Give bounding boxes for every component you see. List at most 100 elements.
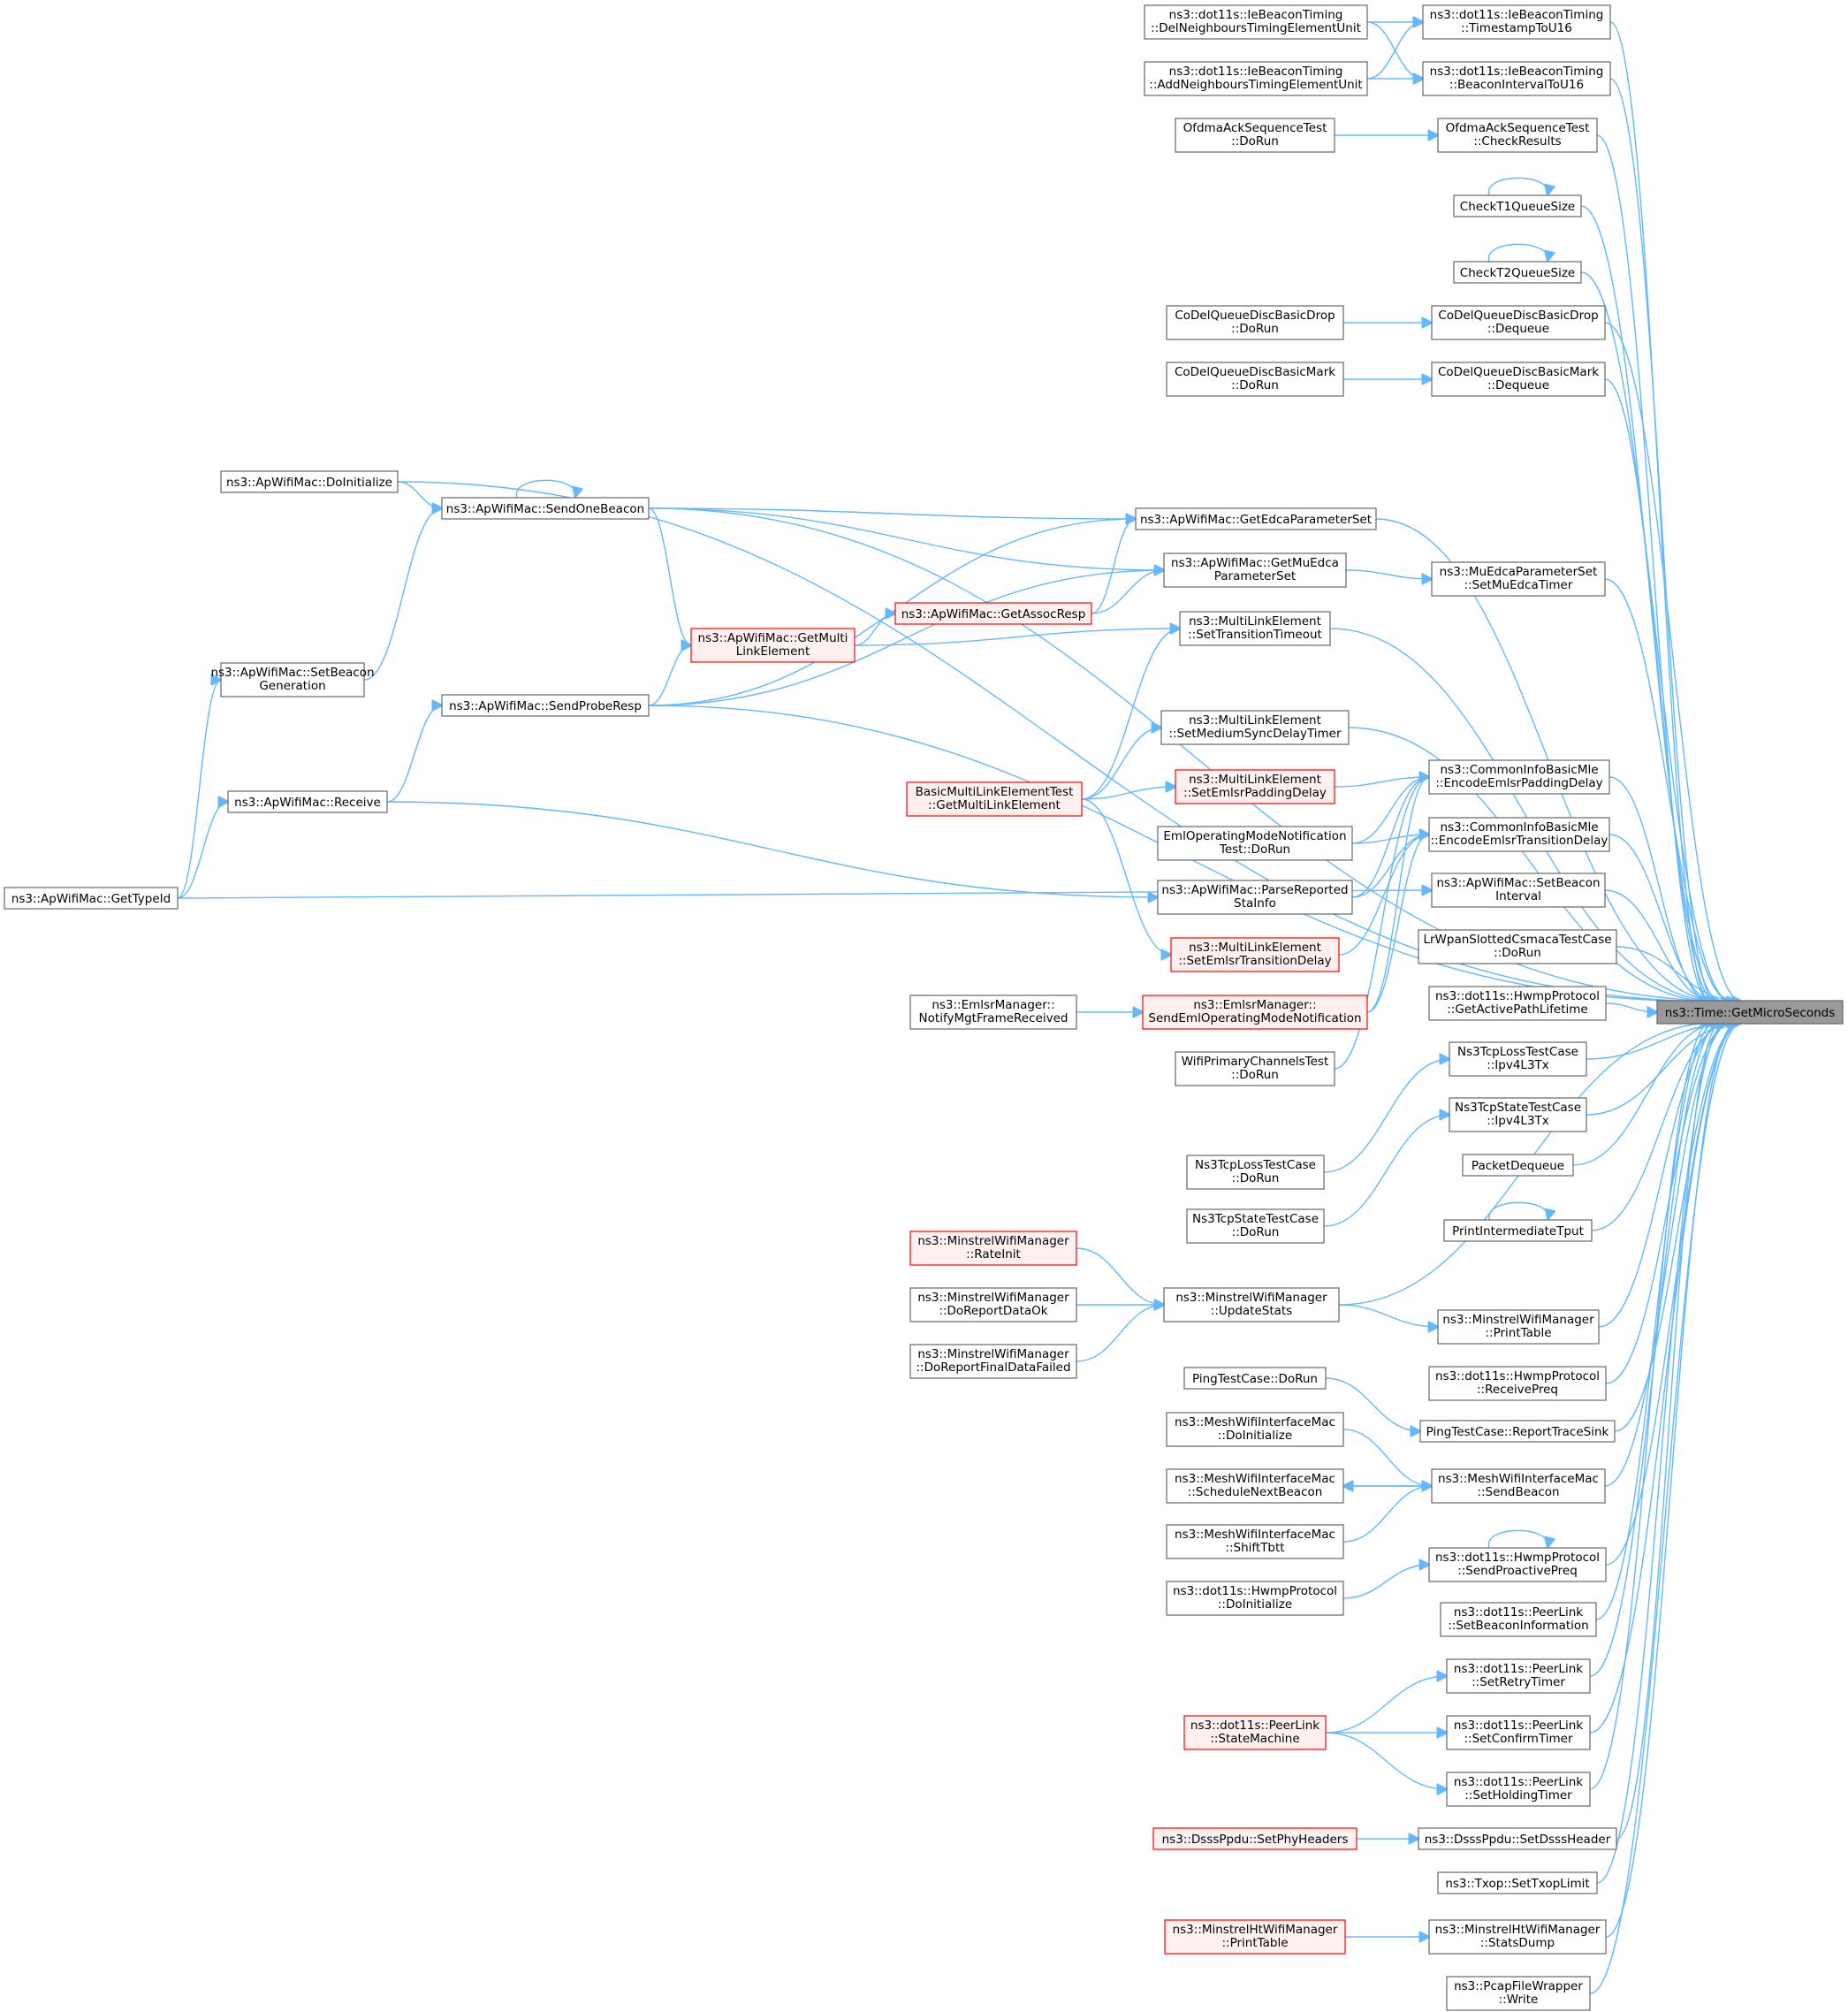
node-pit[interactable]: PrintIntermediateTput <box>1443 1219 1593 1242</box>
node-dsph[interactable]: ns3::DsssPpdu::SetPhyHeaders <box>1152 1827 1357 1850</box>
node-ts_r[interactable]: Ns3TcpStateTestCase::DoRun <box>1186 1208 1325 1244</box>
node-label: ::GetMultiLinkElement <box>928 798 1061 812</box>
node-label: ns3::dot11s::PeerLink <box>1454 1775 1583 1789</box>
node-spr[interactable]: ns3::ApWifiMac::SendProbeResp <box>441 694 650 717</box>
node-label: ns3::ApWifiMac::GetMuEdca <box>1171 556 1339 570</box>
node-sob[interactable]: ns3::ApWifiMac::SendOneBeacon <box>441 497 650 520</box>
node-sepd[interactable]: ns3::MultiLinkElement::SetEmlsrPaddingDe… <box>1175 769 1335 804</box>
node-cdd_d[interactable]: CoDelQueueDiscBasicDrop::Dequeue <box>1431 305 1606 340</box>
node-label: ::SetConfirmTimer <box>1464 1732 1573 1746</box>
node-setd[interactable]: ns3::MultiLinkElement::SetEmlsrTransitio… <box>1170 937 1340 972</box>
node-gml[interactable]: ns3::ApWifiMac::GetMultiLinkElement <box>690 628 856 663</box>
node-box <box>1418 1827 1617 1850</box>
node-label: ns3::MeshWifiInterfaceMac <box>1175 1472 1335 1486</box>
node-root[interactable]: ns3::Time::GetMicroSeconds <box>1656 1000 1844 1025</box>
node-label: ::ScheduleNextBeacon <box>1188 1485 1323 1499</box>
node-plsrt[interactable]: ns3::dot11s::PeerLink::SetRetryTimer <box>1446 1658 1591 1694</box>
node-stt[interactable]: ns3::MultiLinkElement::SetTransitionTime… <box>1179 611 1331 646</box>
node-pts[interactable]: PingTestCase::ReportTraceSink <box>1419 1420 1616 1443</box>
node-label: ns3::ApWifiMac::GetTypeId <box>11 892 171 906</box>
node-txop[interactable]: ns3::Txop::SetTxopLimit <box>1437 1871 1598 1894</box>
node-plsbi[interactable]: ns3::dot11s::PeerLink::SetBeaconInformat… <box>1440 1602 1597 1637</box>
node-cdm_r[interactable]: CoDelQueueDiscBasicMark::DoRun <box>1166 362 1344 397</box>
node-msnb[interactable]: ns3::MeshWifiInterfaceMac::ScheduleNextB… <box>1166 1468 1344 1504</box>
node-ofdr[interactable]: OfdmaAckSequenceTest::DoRun <box>1175 118 1335 153</box>
edge-psta-to-epd <box>1351 777 1429 898</box>
node-hdi[interactable]: ns3::dot11s::HwmpProtocol::DoInitialize <box>1166 1581 1344 1616</box>
node-seom[interactable]: ns3::EmlsrManager::SendEmlOperatingModeN… <box>1142 995 1368 1030</box>
node-mhpt[interactable]: ns3::MinstrelHtWifiManager::PrintTable <box>1164 1919 1346 1955</box>
node-lrw[interactable]: LrWpanSlottedCsmacaTestCase::DoRun <box>1418 929 1617 964</box>
node-pcap[interactable]: ns3::PcapFileWrapper::Write <box>1446 1976 1591 2011</box>
node-label: ::SetEmlsrTransitionDelay <box>1178 954 1331 968</box>
node-ct1[interactable]: CheckT1QueueSize <box>1453 194 1582 217</box>
node-pdq[interactable]: PacketDequeue <box>1462 1154 1574 1177</box>
edge-mri-to-mus <box>1076 1247 1164 1305</box>
node-tl_r[interactable]: Ns3TcpLossTestCase::DoRun <box>1186 1155 1325 1190</box>
node-label: StaInfo <box>1234 896 1276 911</box>
node-cdd_r[interactable]: CoDelQueueDiscBasicDrop::DoRun <box>1166 305 1344 340</box>
node-label: Ns3TcpLossTestCase <box>1457 1045 1578 1059</box>
node-plsht[interactable]: ns3::dot11s::PeerLink::SetHoldingTimer <box>1446 1772 1591 1807</box>
edge-bmlt-to-sepd <box>1081 787 1175 800</box>
node-mpt[interactable]: ns3::MinstrelWifiManager::PrintTable <box>1437 1309 1600 1345</box>
edge-wpc-to-epd <box>1334 777 1429 1070</box>
node-hgap[interactable]: ns3::dot11s::HwmpProtocol::GetActivePath… <box>1428 986 1607 1021</box>
node-dsdh[interactable]: ns3::DsssPpdu::SetDsssHeader <box>1418 1827 1617 1850</box>
node-msb[interactable]: ns3::MeshWifiInterfaceMac::SendBeacon <box>1431 1468 1606 1504</box>
node-label: ns3::dot11s::HwmpProtocol <box>1435 1551 1600 1565</box>
node-ct2[interactable]: CheckT2QueueSize <box>1453 261 1582 284</box>
node-mri[interactable]: ns3::MinstrelWifiManager::RateInit <box>909 1231 1077 1266</box>
node-label: ns3::MinstrelWifiManager <box>917 1347 1069 1361</box>
node-label: PrintIntermediateTput <box>1452 1224 1584 1238</box>
node-bmlt[interactable]: BasicMultiLinkElementTest::GetMultiLinkE… <box>906 781 1083 817</box>
node-box <box>1446 1976 1591 2011</box>
node-box <box>1166 1468 1344 1504</box>
node-setmu[interactable]: ns3::MuEdcaParameterSet::SetMuEdcaTimer <box>1431 561 1606 597</box>
node-ptr[interactable]: PingTestCase::DoRun <box>1183 1367 1327 1390</box>
node-recv[interactable]: ns3::ApWifiMac::Receive <box>227 790 388 813</box>
node-gtid[interactable]: ns3::ApWifiMac::GetTypeId <box>4 887 179 910</box>
node-plsct[interactable]: ns3::dot11s::PeerLink::SetConfirmTimer <box>1446 1715 1591 1750</box>
node-label: ns3::dot11s::PeerLink <box>1454 1662 1583 1676</box>
node-doinit[interactable]: ns3::ApWifiMac::DoInitialize <box>220 470 399 493</box>
node-wpc[interactable]: WifiPrimaryChannelsTest::DoRun <box>1175 1051 1335 1086</box>
node-box <box>1453 261 1582 284</box>
node-ts[interactable]: ns3::dot11s::IeBeaconTiming::TimestampTo… <box>1422 4 1611 40</box>
node-nmfr[interactable]: ns3::EmlsrManager::NotifyMgtFrameReceive… <box>909 995 1077 1030</box>
node-msync[interactable]: ns3::MultiLinkElement::SetMediumSyncDela… <box>1160 710 1350 745</box>
edge-stt-to-root <box>1329 628 1721 1002</box>
node-del[interactable]: ns3::dot11s::IeBeaconTiming::DelNeighbou… <box>1144 4 1368 40</box>
node-box <box>441 497 650 520</box>
node-hrp[interactable]: ns3::dot11s::HwmpProtocol::ReceivePreq <box>1428 1366 1607 1401</box>
node-ofcr[interactable]: OfdmaAckSequenceTest::CheckResults <box>1437 118 1598 153</box>
node-label: ::StateMachine <box>1210 1732 1299 1746</box>
node-plsm[interactable]: ns3::dot11s::PeerLink::StateMachine <box>1183 1715 1327 1750</box>
edge-bmlt-to-stt <box>1081 629 1180 800</box>
node-mdrf[interactable]: ns3::MinstrelWifiManager::DoReportFinalD… <box>909 1344 1077 1379</box>
node-mus[interactable]: ns3::MinstrelWifiManager::UpdateStats <box>1163 1287 1340 1322</box>
node-edca[interactable]: ns3::ApWifiMac::GetEdcaParameterSet <box>1135 507 1377 530</box>
node-mdro[interactable]: ns3::MinstrelWifiManager::DoReportDataOk <box>909 1287 1077 1322</box>
node-bi[interactable]: ns3::dot11s::IeBeaconTiming::BeaconInter… <box>1422 61 1611 96</box>
node-label: Test::DoRun <box>1219 842 1290 857</box>
node-label: ::DoInitialize <box>1218 1597 1292 1612</box>
node-epd[interactable]: ns3::CommonInfoBasicMle::EncodeEmlsrPadd… <box>1428 759 1610 795</box>
node-hspp[interactable]: ns3::dot11s::HwmpProtocol::SendProactive… <box>1428 1547 1607 1582</box>
node-cdm_d[interactable]: CoDelQueueDiscBasicMark::Dequeue <box>1431 362 1606 397</box>
node-mst[interactable]: ns3::MeshWifiInterfaceMac::ShiftTbtt <box>1166 1524 1344 1559</box>
node-assoc[interactable]: ns3::ApWifiMac::GetAssocResp <box>894 602 1092 625</box>
node-tl_tx[interactable]: Ns3TcpLossTestCase::Ipv4L3Tx <box>1449 1041 1587 1077</box>
node-add[interactable]: ns3::dot11s::IeBeaconTiming::AddNeighbou… <box>1144 61 1368 96</box>
node-ts_tx[interactable]: Ns3TcpStateTestCase::Ipv4L3Tx <box>1449 1097 1587 1132</box>
node-box <box>1135 507 1377 530</box>
node-mdi[interactable]: ns3::MeshWifiInterfaceMac::DoInitialize <box>1166 1412 1344 1447</box>
node-label: PacketDequeue <box>1472 1159 1564 1173</box>
node-mhsd[interactable]: ns3::MinstrelHtWifiManager::StatsDump <box>1428 1919 1607 1955</box>
node-etd[interactable]: ns3::CommonInfoBasicMle::EncodeEmlsrTran… <box>1428 817 1610 852</box>
